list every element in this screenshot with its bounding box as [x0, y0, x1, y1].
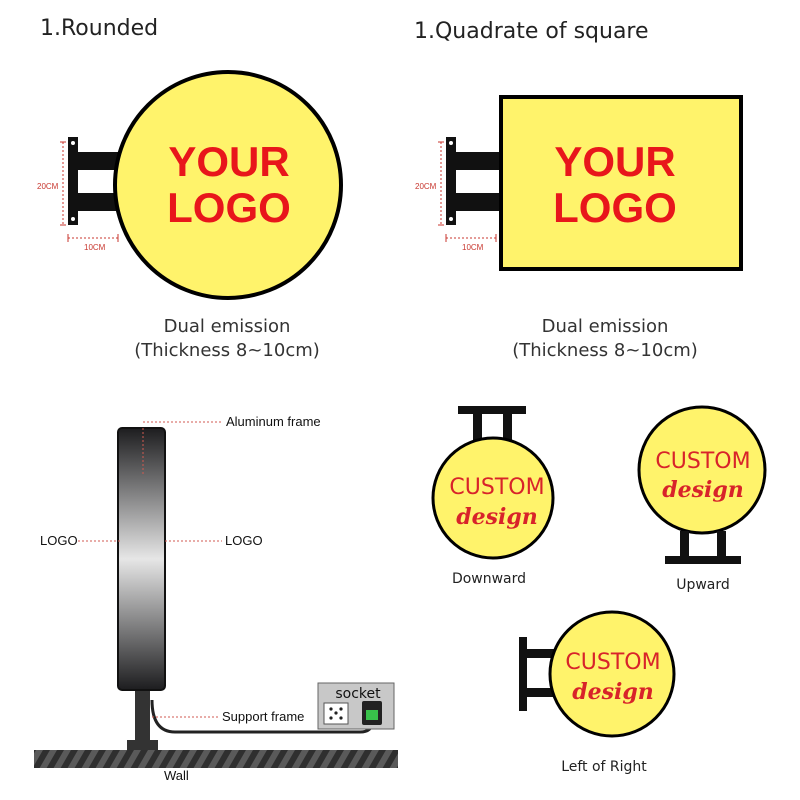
round-sign-logo-line1: YOUR — [168, 138, 289, 185]
rounded-caption-line1: Dual emission — [164, 316, 291, 337]
socket-box: socket — [317, 682, 395, 730]
square-height-dimension: 20CM — [415, 182, 437, 191]
upward-sign-design: design — [662, 477, 744, 503]
side-caption: Left of Right — [561, 759, 647, 775]
rounded-height-dimension: 20CM — [37, 182, 59, 191]
leader-lines — [78, 421, 222, 718]
side-sign-custom: CUSTOM — [565, 650, 660, 675]
square-sign-face — [499, 95, 743, 271]
wall-plate — [446, 137, 456, 225]
mount-upward: CUSTOM design Upward — [637, 405, 767, 593]
square-sign-logo-line2: LOGO — [553, 184, 677, 231]
bracket-arm-bottom — [456, 193, 502, 211]
downward-sign-face — [431, 436, 555, 560]
round-sign-logo-line2: LOGO — [167, 184, 291, 231]
post-base — [127, 740, 158, 750]
mount-side: CUSTOM design Left of Right — [519, 610, 676, 775]
square-caption-line1: Dual emission — [542, 316, 669, 337]
downward-sign-custom: CUSTOM — [449, 475, 544, 500]
wall-label: Wall — [164, 768, 189, 783]
light-box-panel — [117, 427, 166, 691]
wall-hatch — [34, 750, 398, 768]
cross-section: socket Aluminum frame LOGO LOGO Support … — [34, 414, 398, 783]
rounded-dimension-markers — [60, 141, 119, 242]
bracket-arm-top — [456, 152, 502, 170]
upward-caption: Upward — [676, 577, 730, 593]
rounded-width-dimension: 10CM — [84, 243, 106, 252]
logo-left-label: LOGO — [40, 533, 78, 548]
upward-sign-custom: CUSTOM — [655, 449, 750, 474]
logo-right-label: LOGO — [225, 533, 263, 548]
mount-downward: CUSTOM design Downward — [431, 406, 555, 587]
square-width-dimension: 10CM — [462, 243, 484, 252]
side-sign-face — [548, 610, 676, 738]
wall-plate — [68, 137, 78, 225]
rounded-sign: YOUR LOGO 20CM 10CM — [37, 70, 343, 300]
downward-caption: Downward — [452, 571, 526, 587]
square-caption-line2: (Thickness 8~10cm) — [512, 340, 698, 361]
support-post — [135, 686, 150, 743]
square-sign: YOUR LOGO 20CM 10CM — [415, 95, 743, 271]
round-sign-face — [113, 70, 343, 300]
rounded-caption-line2: (Thickness 8~10cm) — [134, 340, 320, 361]
square-section-title: 1.Quadrate of square — [414, 19, 649, 44]
support-frame-label: Support frame — [222, 709, 304, 724]
socket-label: socket — [335, 686, 381, 702]
aluminum-frame-label: Aluminum frame — [226, 414, 321, 429]
upward-sign-face — [637, 405, 767, 535]
square-sign-logo-line1: YOUR — [554, 138, 675, 185]
rounded-section-title: 1.Rounded — [40, 16, 158, 41]
bracket-arm-top — [78, 152, 126, 170]
downward-sign-design: design — [456, 504, 538, 530]
side-sign-design: design — [572, 679, 654, 705]
square-dimension-markers — [438, 141, 497, 242]
